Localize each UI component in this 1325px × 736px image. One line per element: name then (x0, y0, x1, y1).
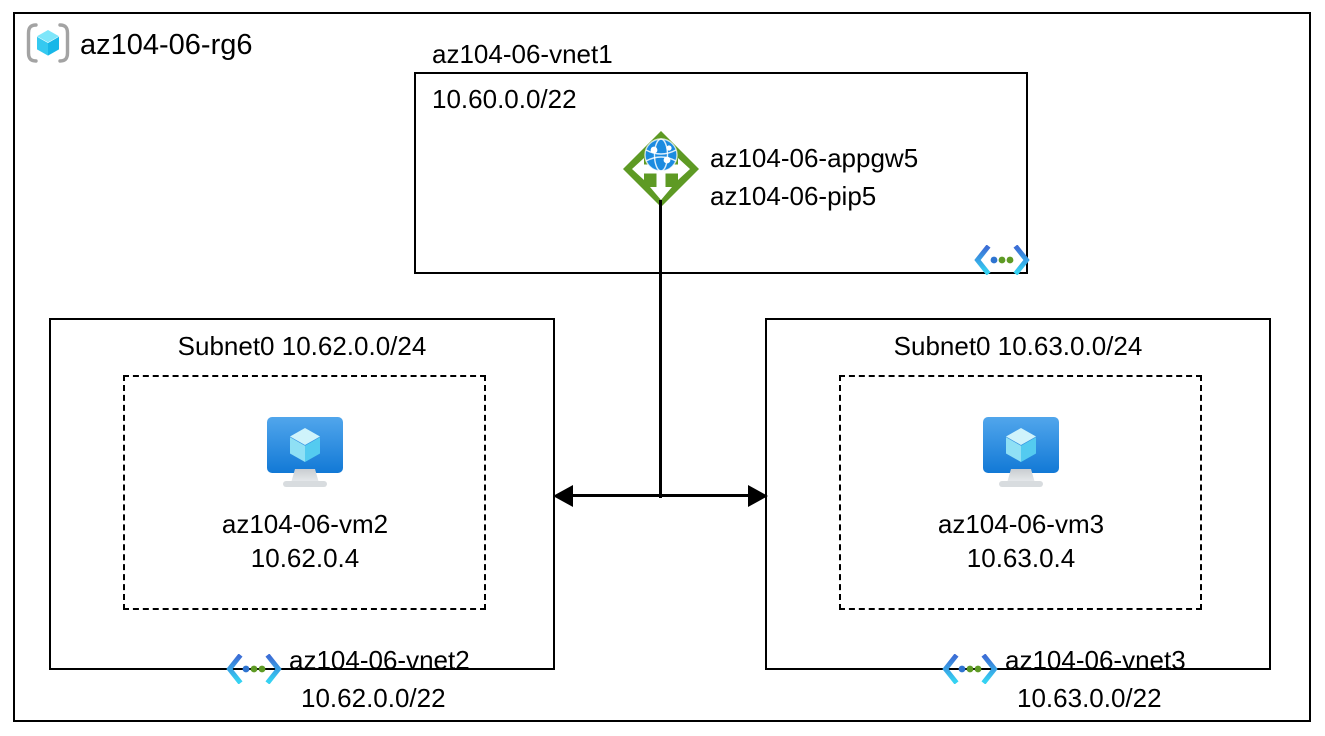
peering-connector-line (572, 494, 748, 497)
peering-arrow-right-head (748, 485, 768, 507)
vnet3-name-label: az104-06-vnet3 (1005, 645, 1186, 675)
vnet1-address-space: 10.60.0.0/22 (432, 84, 577, 114)
appgw-name-label: az104-06-appgw5 (710, 143, 919, 173)
resource-group-icon (26, 22, 70, 69)
vnet3-subnet-boundary (839, 375, 1202, 610)
peering-arrow-left-head (553, 485, 573, 507)
vnet3-subnet-label: Subnet0 10.63.0.0/24 (893, 331, 1143, 361)
application-gateway-icon (620, 128, 702, 215)
vm2-virtual-machine-icon (259, 415, 351, 496)
vnet2-subnet-label: Subnet0 10.62.0.0/24 (177, 331, 427, 361)
vnet2-address-space: 10.62.0.0/22 (301, 683, 446, 713)
vm3-virtual-machine-icon (975, 415, 1067, 496)
vnet3-virtual-network-icon (942, 653, 998, 689)
appgw-pip-label: az104-06-pip5 (710, 181, 877, 211)
vnet1-virtual-network-icon (974, 244, 1030, 280)
vnet2-virtual-network-icon (226, 653, 282, 689)
vm2-private-ip: 10.62.0.4 (250, 542, 360, 573)
vm3-private-ip: 10.63.0.4 (966, 542, 1076, 573)
vm3-name: az104-06-vm3 (937, 509, 1105, 539)
vnet1-box (414, 72, 1028, 274)
vnet3-address-space: 10.63.0.0/22 (1017, 683, 1162, 713)
vnet2-name-label: az104-06-vnet2 (289, 645, 470, 675)
gateway-vertical-connector (659, 200, 662, 498)
vm2-name: az104-06-vm2 (221, 509, 389, 539)
vnet2-subnet-boundary (123, 375, 486, 610)
vnet1-name-label: az104-06-vnet1 (432, 39, 613, 69)
resource-group-header: az104-06-rg6 (26, 22, 253, 69)
resource-group-frame (13, 12, 1311, 722)
resource-group-name: az104-06-rg6 (80, 29, 253, 61)
